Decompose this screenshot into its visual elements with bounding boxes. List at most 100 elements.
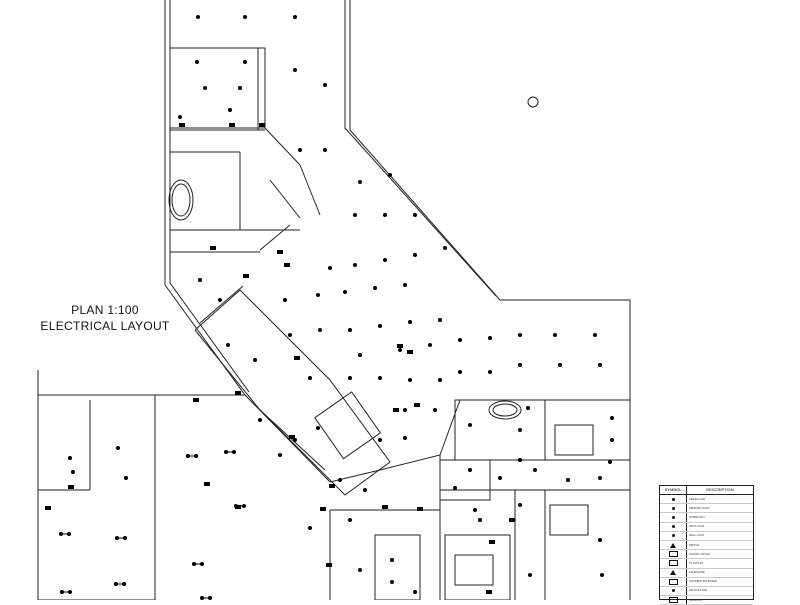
light-fixture-dot bbox=[358, 180, 362, 184]
light-fixture-dot bbox=[518, 428, 522, 432]
exhaust-fan-icon bbox=[671, 589, 675, 593]
switch-mark bbox=[210, 246, 216, 250]
legend-row: CEILING FAN bbox=[660, 495, 753, 505]
light-fixture-dot bbox=[198, 278, 202, 282]
light-fixture-dot bbox=[338, 478, 342, 482]
legend-row: SWITCH bbox=[660, 540, 753, 551]
switch-icon bbox=[670, 542, 676, 548]
legend-symbol-cell bbox=[660, 540, 687, 550]
light-fixture-dot bbox=[383, 213, 387, 217]
switch-mark bbox=[289, 435, 295, 439]
switch-mark bbox=[397, 344, 403, 348]
legend-symbol-cell bbox=[660, 504, 687, 513]
light-fixture-dot bbox=[323, 83, 327, 87]
light-fixture-dot bbox=[390, 580, 394, 584]
legend-description: ISOLATOR bbox=[689, 598, 702, 602]
light-fixture-dot bbox=[68, 456, 72, 460]
spot-light-icon bbox=[671, 525, 675, 529]
light-fixture-dot bbox=[293, 15, 297, 19]
switch-mark bbox=[407, 350, 413, 354]
light-fixture-dot bbox=[453, 486, 457, 490]
light-fixture-dot bbox=[293, 68, 297, 72]
light-fixture-dot bbox=[353, 213, 357, 217]
light-fixture-dot bbox=[358, 353, 362, 357]
light-fixture-dot bbox=[600, 573, 604, 577]
light-fixture-dot bbox=[473, 508, 477, 512]
light-fixture-dot bbox=[218, 298, 222, 302]
light-fixture-dot bbox=[438, 378, 442, 382]
downlight-icon bbox=[671, 515, 675, 519]
light-fixture-dot bbox=[298, 148, 302, 152]
light-fixture-dot bbox=[226, 343, 230, 347]
distribution-board-icon bbox=[668, 578, 678, 585]
legend-description: SWITCH bbox=[689, 543, 700, 547]
wall-outlines bbox=[37, 0, 631, 600]
legend-symbol-cell bbox=[660, 522, 687, 531]
light-fixture-dot bbox=[518, 503, 522, 507]
light-fixture-dot bbox=[343, 290, 347, 294]
light-fixture-dot bbox=[408, 378, 412, 382]
legend-rows: CEILING FAN PENDANT LIGHT DOWNLIGHT SPOT LI… bbox=[660, 495, 753, 605]
switch-mark bbox=[235, 505, 241, 509]
socket-icon bbox=[668, 551, 678, 558]
light-fixture-dot bbox=[378, 376, 382, 380]
switch-mark bbox=[294, 356, 300, 360]
light-fixture-dot bbox=[178, 115, 182, 119]
light-fixture-dot bbox=[403, 283, 407, 287]
legend-description: WALL LIGHT bbox=[689, 534, 705, 538]
light-fixture-dot bbox=[124, 476, 128, 480]
light-fixture-dot bbox=[488, 370, 492, 374]
legend-description: SPOT LIGHT bbox=[689, 525, 705, 529]
legend-description: TV OUTLET bbox=[689, 561, 704, 565]
legend-row: SPOT LIGHT bbox=[660, 522, 753, 532]
legend-description: TELEPHONE bbox=[689, 571, 705, 575]
light-fixture-dot bbox=[373, 286, 377, 290]
switch-mark bbox=[243, 274, 249, 278]
light-fixture-dot bbox=[238, 86, 242, 90]
legend-description: EXHAUST FAN bbox=[689, 589, 707, 593]
light-fixture-dot bbox=[438, 318, 442, 322]
light-fixture-dot bbox=[253, 358, 257, 362]
legend-header: SYMBOL DESCRIPTION bbox=[660, 486, 753, 495]
light-fixture-dot bbox=[598, 476, 602, 480]
light-fixture-dot bbox=[528, 573, 532, 577]
legend-symbol-cell bbox=[660, 586, 687, 596]
switch-mark bbox=[320, 507, 326, 511]
light-fixture-dot bbox=[598, 363, 602, 367]
legend-row: ISOLATOR bbox=[660, 596, 753, 605]
pendant-light-icon bbox=[671, 506, 675, 510]
light-fixture-dot bbox=[398, 348, 402, 352]
light-fixture-dot bbox=[378, 438, 382, 442]
legend-symbol-cell bbox=[660, 495, 687, 504]
switch-mark bbox=[235, 391, 241, 395]
light-fixture-dot bbox=[388, 173, 392, 177]
light-fixture-dot bbox=[378, 324, 382, 328]
switch-mark bbox=[326, 563, 332, 567]
switch-mark bbox=[179, 123, 185, 127]
light-fixture-dot bbox=[518, 363, 522, 367]
light-fixture-dot bbox=[278, 453, 282, 457]
light-fixture-dot bbox=[283, 298, 287, 302]
legend-row: SOCKET OUTLET bbox=[660, 550, 753, 560]
light-fixture-dot bbox=[318, 328, 322, 332]
light-fixture-dot bbox=[498, 476, 502, 480]
switch-mark bbox=[277, 250, 283, 254]
legend-description: PENDANT LIGHT bbox=[689, 506, 710, 510]
light-fixture-dot bbox=[478, 518, 482, 522]
plan-title-name: ELECTRICAL LAYOUT bbox=[40, 319, 170, 333]
light-fixture-dot bbox=[518, 333, 522, 337]
light-fixture-dot bbox=[308, 376, 312, 380]
switch-mark bbox=[329, 484, 335, 488]
legend-header-description: DESCRIPTION bbox=[706, 487, 734, 492]
fixture-layer bbox=[45, 15, 614, 600]
legend-symbol-cell bbox=[660, 513, 687, 522]
legend-description: CEILING FAN bbox=[689, 497, 706, 501]
switch-mark bbox=[382, 505, 388, 509]
light-fixture-dot bbox=[288, 333, 292, 337]
fan-icon bbox=[671, 497, 675, 501]
light-fixture-dot bbox=[196, 15, 200, 19]
switch-mark bbox=[486, 590, 492, 594]
light-fixture-dot bbox=[443, 246, 447, 250]
legend-description: DOWNLIGHT bbox=[689, 515, 705, 519]
light-fixture-dot bbox=[243, 60, 247, 64]
